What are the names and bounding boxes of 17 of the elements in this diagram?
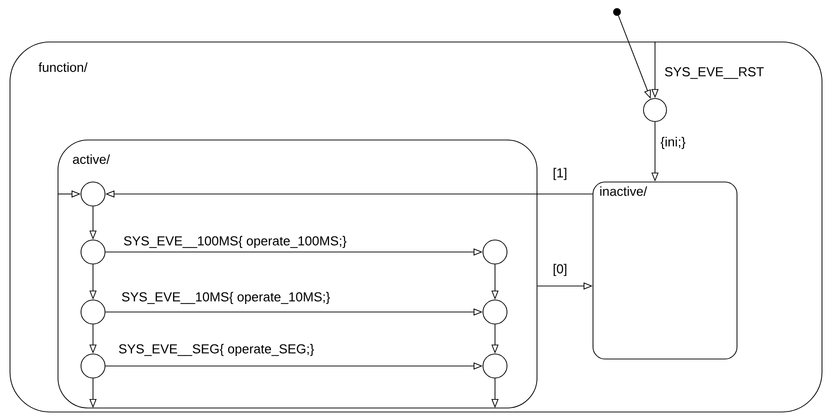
edge-label: SYS_EVE__100MS{ operate_100MS;} xyxy=(122,234,348,250)
initial-dot xyxy=(613,8,621,16)
edge-label: [1] xyxy=(552,166,568,182)
junction-circle xyxy=(643,98,667,122)
junction-circle xyxy=(482,354,508,378)
edge-label: [0] xyxy=(552,262,568,278)
state-box: inactive/ xyxy=(592,182,738,360)
edge-label: SYS_EVE__10MS{ operate_10MS;} xyxy=(120,290,332,306)
junction-circle xyxy=(80,240,106,264)
junction-circle xyxy=(482,300,508,324)
junction-circle xyxy=(80,300,106,324)
junction-circle xyxy=(482,240,508,264)
edge-label: SYS_EVE__RST xyxy=(663,66,766,80)
junction-circle xyxy=(80,182,106,206)
junction-circle xyxy=(80,354,106,378)
edge-label: {ini;} xyxy=(659,136,687,150)
edge-label: SYS_EVE__SEG{ operate_SEG;} xyxy=(117,342,316,358)
